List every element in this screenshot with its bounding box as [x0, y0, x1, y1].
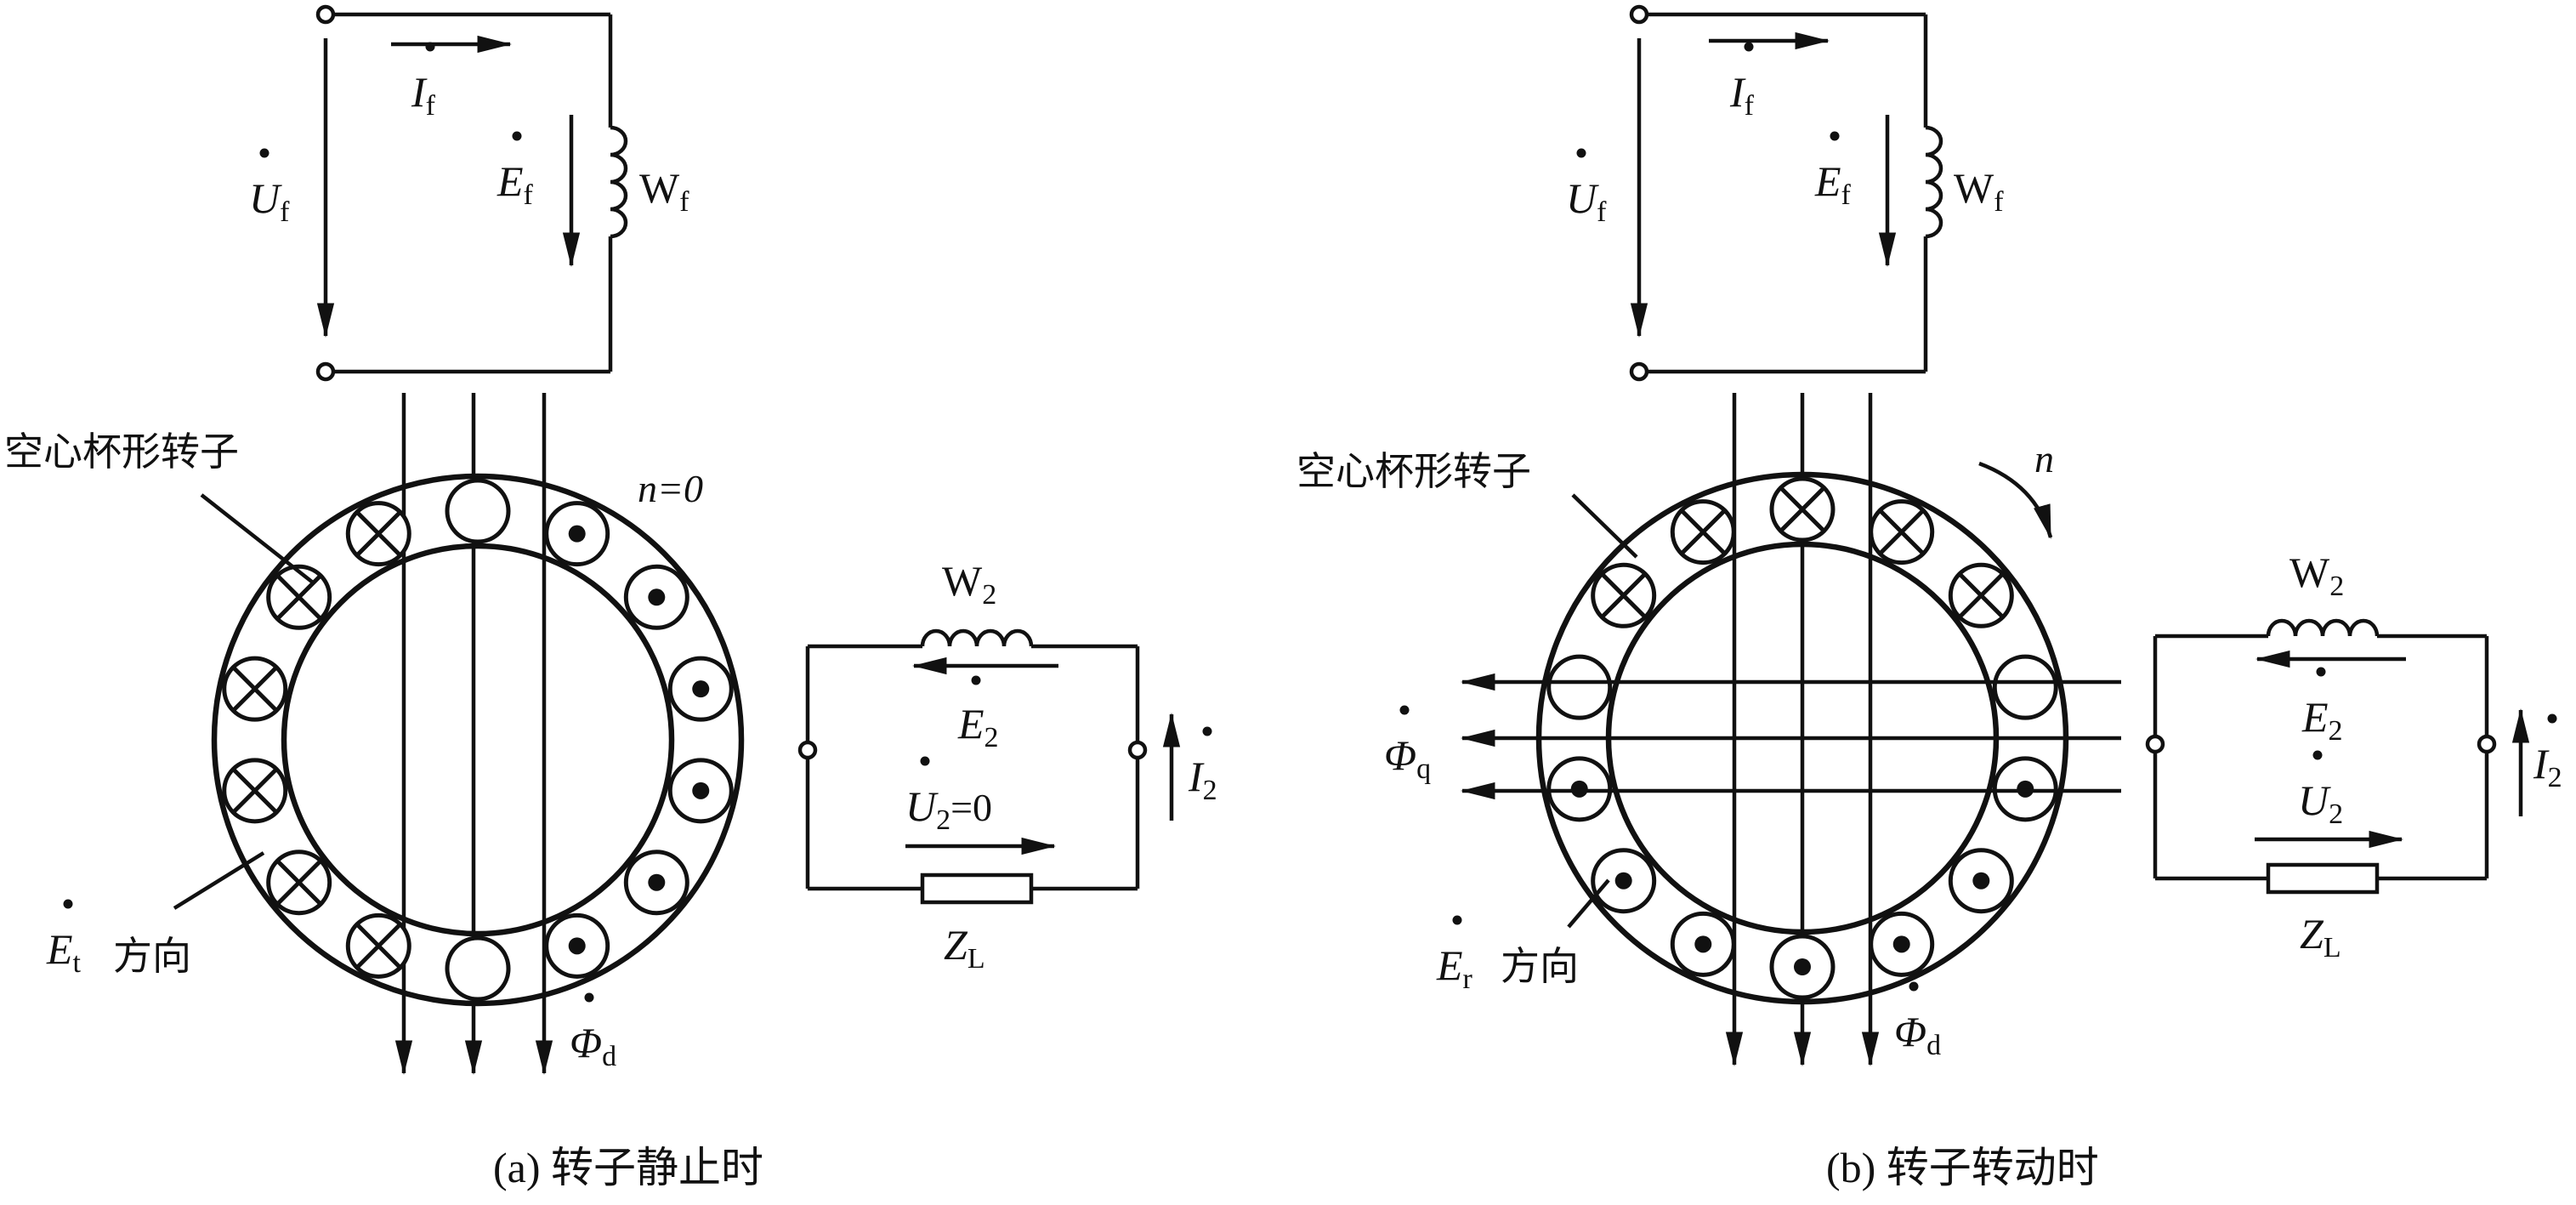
uf-label-a: Uf	[249, 174, 290, 228]
conductor-cross	[1869, 499, 1935, 566]
conductor-cross	[1591, 562, 1657, 628]
panel-a: Uf If Ef Wf 空心杯形转子 n=0 Et 方向 Φd W2 E2 U2…	[4, 4, 1217, 1191]
rotor-leader-b	[1571, 493, 1638, 559]
conductor-dot	[1670, 911, 1736, 977]
coil-wf-a	[610, 125, 628, 239]
conductor-cross	[345, 501, 411, 567]
conductor-cross	[1948, 562, 2014, 628]
i2-label-b: I2	[2533, 740, 2562, 793]
conductor-dot	[544, 912, 610, 979]
if-label-b: If	[1729, 68, 1755, 122]
conductor-dot	[1948, 848, 2014, 914]
rotor-b	[1535, 471, 2069, 1005]
phid-label-a: Φd	[570, 1019, 616, 1072]
rotor-inner-ring-a	[281, 543, 675, 937]
et-leader-a	[173, 851, 265, 910]
wf-label-a: Wf	[639, 164, 689, 218]
conductor-empty	[445, 478, 511, 544]
terminal-top-b	[1629, 4, 1649, 25]
et-label-a: Et	[46, 925, 82, 979]
u2-label-a: U2=0	[905, 782, 992, 836]
et-direction-label-a: 方向	[113, 933, 191, 979]
ef-label-b: Ef	[1814, 157, 1852, 211]
phiq-label-b: Φq	[1384, 731, 1431, 785]
conductor-cross	[1670, 499, 1736, 566]
caption-b: (b) 转子转动时	[1826, 1144, 2099, 1191]
u2-label-b: U2	[2298, 776, 2343, 830]
e2-label-b: E2	[2301, 693, 2343, 747]
rotor-label-b: 空心杯形转子	[1297, 448, 1531, 494]
coil-w2-a	[920, 628, 1034, 647]
e2-label-a: E2	[957, 700, 999, 753]
conductor-cross	[222, 656, 288, 722]
conductor-cross	[266, 564, 332, 630]
if-label-a: If	[411, 68, 436, 122]
resistor-zl-a	[920, 872, 1034, 905]
terminal-right-b	[2477, 734, 2497, 754]
caption-a: (a) 转子静止时	[493, 1144, 763, 1191]
speed-label-a: n=0	[638, 467, 703, 510]
excitation-circuit-b	[1629, 4, 1943, 382]
load-circuit-a	[797, 628, 1181, 905]
uf-label-b: Uf	[1566, 174, 1607, 228]
terminal-left-b	[2145, 734, 2165, 754]
phid-label-b: Φd	[1894, 1008, 1941, 1061]
conductor-dot	[667, 656, 734, 722]
conductor-empty	[1992, 654, 2058, 720]
wf-label-b: Wf	[1954, 164, 2004, 218]
w2-label-a: W2	[942, 557, 996, 611]
rotor-outer-ring-a	[211, 473, 745, 1007]
flux-q-lines-b	[1460, 673, 2121, 800]
er-direction-label-b: 方向	[1501, 943, 1579, 989]
excitation-circuit-a	[315, 4, 628, 382]
load-circuit-b	[2145, 618, 2530, 895]
conductor-dot	[1591, 848, 1657, 914]
i2-label-a: I2	[1188, 753, 1217, 806]
terminal-bottom-b	[1629, 361, 1649, 382]
ef-label-a: Ef	[496, 157, 534, 211]
conductors-a	[222, 478, 734, 1002]
terminal-bottom-a	[315, 361, 336, 382]
conductor-cross	[266, 850, 332, 916]
terminal-right-a	[1127, 740, 1148, 760]
rotor-label-a: 空心杯形转子	[4, 429, 239, 475]
resistor-zl-b	[2266, 862, 2380, 895]
conductor-dot	[544, 501, 610, 567]
panel-b: Uf If Ef Wf 空心杯形转子 n Φq Er 方向 Φd W2 E2 U…	[1297, 4, 2562, 1191]
conductor-cross	[1769, 476, 1836, 543]
zl-label-b: ZL	[2300, 910, 2341, 963]
coil-w2-b	[2266, 618, 2380, 637]
coil-wf-b	[1925, 125, 1943, 239]
rotation-arrow-b	[1978, 461, 2053, 539]
conductor-dot	[1769, 934, 1836, 1000]
w2-label-b: W2	[2289, 549, 2344, 602]
zl-label-a: ZL	[944, 921, 985, 975]
conductor-dot	[623, 850, 689, 916]
speed-label-b: n	[2034, 437, 2054, 480]
conductor-dot	[667, 758, 734, 824]
conductor-cross	[345, 912, 411, 979]
rotor-a	[211, 473, 745, 1007]
conductor-dot	[623, 564, 689, 630]
er-leader-b	[1567, 878, 1610, 929]
conductor-dot	[1869, 911, 1935, 977]
conductors-b	[1546, 476, 2058, 1000]
conductor-cross	[222, 758, 288, 824]
terminal-top-a	[315, 4, 336, 25]
labels-a: Uf If Ef Wf 空心杯形转子 n=0 Et 方向 Φd W2 E2 U2…	[4, 42, 1217, 1191]
er-label-b: Er	[1436, 941, 1473, 995]
conductor-empty	[1546, 654, 1613, 720]
conductor-empty	[445, 935, 511, 1002]
rotor-leader-a	[200, 493, 315, 584]
labels-b: Uf If Ef Wf 空心杯形转子 n Φq Er 方向 Φd W2 E2 U…	[1297, 42, 2562, 1191]
terminal-left-a	[797, 740, 818, 760]
